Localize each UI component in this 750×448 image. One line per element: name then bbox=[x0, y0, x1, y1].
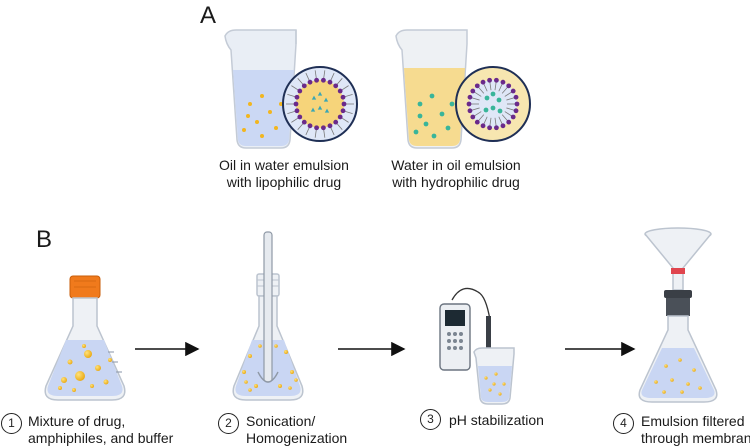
surfactant-head bbox=[500, 79, 506, 85]
drug-molecule bbox=[490, 105, 496, 111]
surfactant-head bbox=[470, 114, 476, 120]
caption-line: Homogenization bbox=[246, 430, 348, 446]
caption-line: through membrane bbox=[641, 430, 750, 446]
surfactant-head bbox=[307, 123, 313, 129]
caption-oil-in-water: Oil in water emulsion with lipophilic dr… bbox=[204, 157, 364, 191]
drug-molecule bbox=[484, 95, 490, 101]
micelle-water-in-oil-zoom bbox=[455, 66, 531, 142]
surfactant-head bbox=[321, 125, 326, 131]
step-caption-1: Mixture of drug, amphiphiles, and buffer bbox=[28, 413, 173, 447]
surfactant-head bbox=[480, 79, 486, 85]
surfactant-head bbox=[470, 88, 476, 94]
step4-filter-flask bbox=[638, 227, 718, 403]
step-caption-3: pH stabilization bbox=[449, 412, 544, 429]
surfactant-head bbox=[510, 88, 516, 94]
caption-line: Emulsion filtered bbox=[641, 413, 745, 429]
drug-molecule bbox=[311, 95, 317, 100]
caption-line: with lipophilic drug bbox=[226, 174, 342, 190]
surfactant-head bbox=[337, 114, 343, 120]
caption-line: Mixture of drug, bbox=[28, 413, 126, 429]
caption-line: Sonication/ bbox=[246, 413, 316, 429]
surfactant-head bbox=[327, 123, 333, 129]
surfactant-head bbox=[513, 108, 519, 114]
surfactant-head bbox=[333, 119, 339, 125]
caption-line: pH stabilization bbox=[449, 412, 544, 428]
step-number-3: 3 bbox=[420, 409, 441, 430]
surfactant-head bbox=[293, 101, 299, 107]
surfactant-head bbox=[340, 108, 346, 114]
caption-line: Water in oil emulsion bbox=[391, 157, 521, 173]
surfactant-head bbox=[500, 123, 506, 129]
surfactant-head bbox=[327, 79, 333, 85]
step1-flask bbox=[44, 275, 126, 401]
drug-molecule bbox=[310, 107, 316, 112]
surfactant-head bbox=[487, 125, 492, 131]
drug-molecule bbox=[497, 108, 503, 114]
surfactant-head bbox=[294, 108, 300, 114]
step3-ph-meter bbox=[439, 287, 515, 405]
surfactant-head bbox=[294, 94, 300, 100]
micelle-oil-in-water-zoom bbox=[282, 66, 358, 142]
surfactant-head bbox=[314, 77, 319, 83]
step-caption-4: Emulsion filtered through membrane bbox=[641, 413, 750, 447]
drug-molecule bbox=[317, 105, 323, 110]
drug-molecule bbox=[483, 107, 489, 113]
surfactant-head bbox=[506, 83, 512, 89]
panel-b-label: B bbox=[36, 226, 53, 253]
surfactant-head bbox=[467, 108, 473, 114]
surfactant-head bbox=[480, 123, 486, 129]
panel-a-label: A bbox=[200, 2, 217, 29]
surfactant-head bbox=[333, 83, 339, 89]
step-number-2: 2 bbox=[218, 413, 239, 434]
surfactant-head bbox=[466, 101, 472, 107]
beaker-water-in-oil bbox=[395, 29, 468, 149]
surfactant-head bbox=[513, 94, 519, 100]
surfactant-head bbox=[494, 125, 499, 131]
surfactant-head bbox=[301, 119, 307, 125]
drug-molecule bbox=[490, 91, 496, 97]
surfactant-head bbox=[297, 114, 303, 120]
step2-flask-sonication bbox=[232, 231, 304, 401]
surfactant-head bbox=[474, 83, 480, 89]
surfactant-head bbox=[510, 114, 516, 120]
step-caption-2: Sonication/ Homogenization bbox=[246, 413, 347, 447]
drug-molecule bbox=[324, 108, 330, 113]
beaker-oil-in-water bbox=[224, 29, 297, 149]
surfactant-head bbox=[487, 77, 492, 83]
surfactant-head bbox=[341, 101, 347, 107]
drug-molecule bbox=[496, 97, 502, 103]
caption-line: Oil in water emulsion bbox=[219, 157, 349, 173]
surfactant-head bbox=[514, 101, 520, 107]
step-number-1: 1 bbox=[1, 413, 22, 434]
caption-water-in-oil: Water in oil emulsion with hydrophilic d… bbox=[374, 157, 538, 191]
surfactant-head bbox=[474, 119, 480, 125]
surfactant-head bbox=[506, 119, 512, 125]
lipophilic-droplets bbox=[242, 94, 283, 138]
drug-molecule bbox=[317, 91, 323, 96]
surfactant-head bbox=[321, 77, 326, 83]
surfactant-head bbox=[494, 77, 499, 83]
caption-line: amphiphiles, and buffer bbox=[28, 430, 174, 446]
drug-molecule bbox=[323, 97, 329, 102]
surfactant-head bbox=[297, 88, 303, 94]
caption-line: with hydrophilic drug bbox=[392, 174, 520, 190]
surfactant-head bbox=[314, 125, 319, 131]
surfactant-head bbox=[307, 79, 313, 85]
hydrophilic-droplets bbox=[413, 93, 455, 139]
surfactant-head bbox=[340, 94, 346, 100]
surfactant-head bbox=[301, 83, 307, 89]
surfactant-head bbox=[337, 88, 343, 94]
step-number-4: 4 bbox=[613, 413, 634, 434]
surfactant-head bbox=[467, 94, 473, 100]
